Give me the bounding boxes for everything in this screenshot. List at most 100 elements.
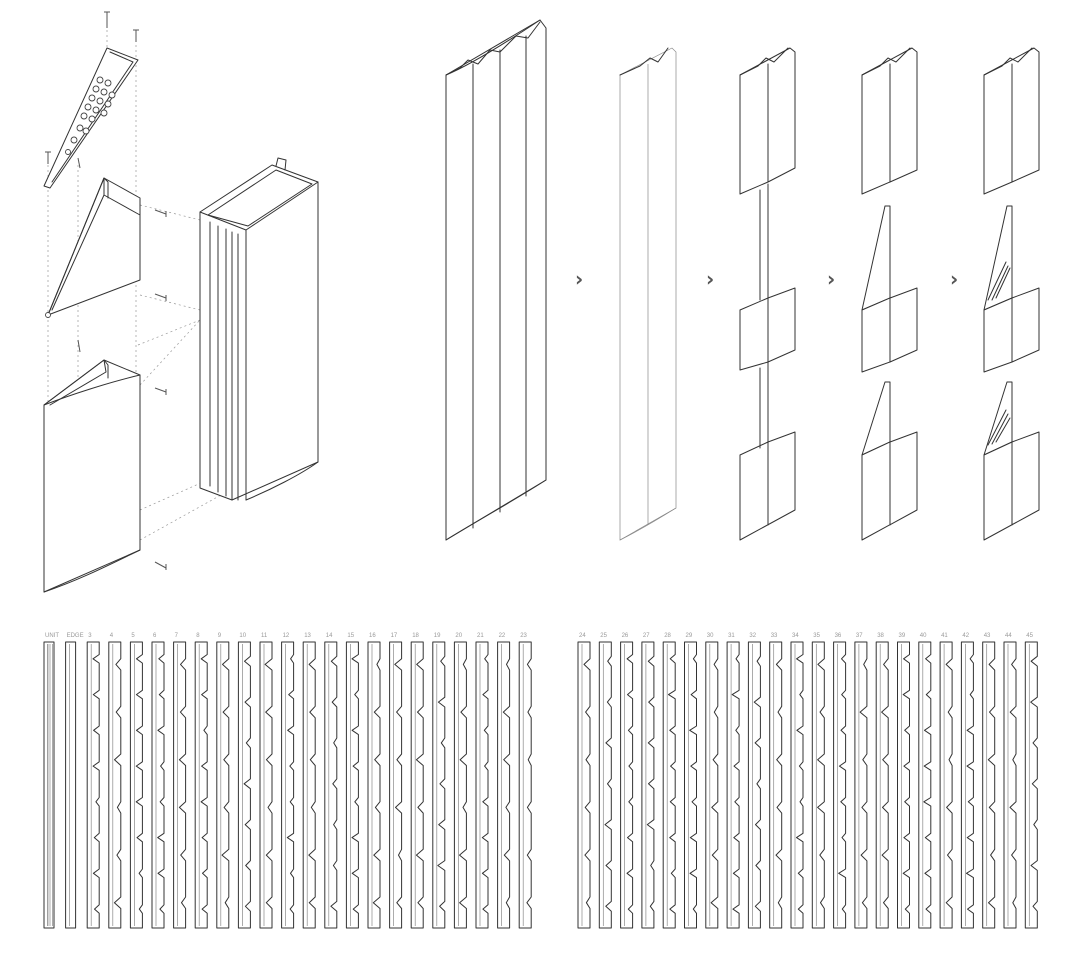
profile-strip: 29 (684, 633, 697, 929)
profile-strip-label: 39 (899, 633, 906, 639)
profile-strip-label: 9 (218, 633, 222, 639)
profile-strip-outline (1024, 641, 1038, 929)
profile-strip-label: 25 (600, 633, 607, 639)
profile-strip-outline (769, 641, 783, 929)
profile-strip-outline (367, 641, 381, 929)
profile-strip-label: 33 (771, 633, 778, 639)
profile-strip-label: 27 (643, 633, 650, 639)
profile-strip: 31 (726, 633, 740, 929)
profile-strip-label: 21 (477, 633, 484, 639)
stage-1-full-fin (445, 19, 547, 541)
profile-strip-label: 10 (239, 633, 246, 639)
profile-strip-label: 4 (110, 633, 114, 639)
profile-strip-label: 37 (856, 633, 863, 639)
profile-strip: 32 (747, 633, 761, 929)
profile-strip-label: 13 (304, 633, 311, 639)
profile-strip-label: 5 (131, 633, 135, 639)
profile-strip: 41 (939, 633, 953, 929)
profile-strip: 26 (620, 633, 634, 929)
step-arrow-2: › (706, 267, 714, 291)
profile-strip: 37 (854, 633, 868, 929)
profile-strip: 14 (324, 633, 338, 929)
profile-strip-outline (598, 641, 612, 929)
profile-strip: 24 (577, 633, 591, 929)
profile-strip-outline (960, 641, 974, 929)
profile-strip-outline (432, 641, 446, 929)
profile-strip-outline (705, 641, 719, 929)
profile-strip-outline (982, 641, 996, 929)
profile-strip-outline (129, 641, 143, 929)
screw-set (45, 11, 167, 570)
profile-strip-outline (43, 641, 55, 929)
profile-strip: 21 (475, 633, 489, 929)
profile-strip-label: EDGE (67, 633, 84, 639)
profile-strip-label: 40 (920, 633, 927, 639)
profile-strip-label: 29 (686, 633, 693, 639)
perforated-cap-plate (43, 47, 139, 189)
profile-strip-label: 42 (962, 633, 969, 639)
profile-strip: 5 (129, 633, 143, 929)
profile-strip-label: 24 (579, 633, 586, 639)
profile-strip-outline (86, 641, 100, 929)
profile-strip-outline (641, 641, 655, 929)
profile-strip: EDGE (65, 633, 84, 929)
profile-strip: 44 (1003, 633, 1017, 929)
profile-strip-outline (324, 641, 338, 929)
profile-strip-outline (1003, 641, 1017, 929)
profile-strip-label: 20 (455, 633, 462, 639)
profile-strip: 36 (833, 633, 847, 929)
profile-strip: 3 (86, 633, 100, 929)
profile-strip-label: 17 (391, 633, 398, 639)
profile-strip-label: 8 (196, 633, 200, 639)
profile-strip-outline (259, 641, 273, 929)
profile-strip-outline (302, 641, 316, 929)
profile-strip-outline (497, 641, 511, 929)
profile-strip: 30 (705, 633, 719, 929)
exploded-assembly-diagram (43, 11, 319, 593)
profile-strip: 19 (432, 633, 446, 929)
profile-strip: 10 (237, 633, 251, 929)
step-arrow-1: › (575, 267, 583, 291)
profile-strip-outline (854, 641, 868, 929)
profile-strip-label: 38 (877, 633, 884, 639)
profile-strip-outline (65, 641, 77, 929)
profile-strip: 33 (769, 633, 783, 929)
profile-strip-outline (216, 641, 230, 929)
profile-strip-outline (833, 641, 847, 929)
profile-strip: 23 (518, 633, 532, 929)
profile-strip-outline (620, 641, 634, 929)
profile-strip: 13 (302, 633, 316, 929)
profile-strip: 17 (389, 633, 403, 929)
profile-strip-outline (345, 641, 359, 929)
mullion-profile (199, 157, 319, 501)
profile-strip-label: 12 (283, 633, 290, 639)
profile-strip: 9 (216, 633, 230, 929)
profile-strip-outline (747, 641, 761, 929)
profile-strip-label: 19 (434, 633, 441, 639)
profile-strip-outline (108, 641, 122, 929)
profile-strip: UNIT (43, 633, 59, 929)
profile-strip-label: 16 (369, 633, 376, 639)
profile-strip-outline (684, 641, 697, 929)
profile-strip-label: UNIT (45, 633, 59, 639)
profile-strip: 4 (108, 633, 122, 929)
profile-strip: 18 (410, 633, 424, 929)
profile-strip-label: 44 (1005, 633, 1012, 639)
profile-strip-outline (281, 641, 295, 929)
profile-strip: 43 (982, 633, 996, 929)
profile-strip-outline (918, 641, 932, 929)
profile-strip-label: 35 (813, 633, 820, 639)
profile-strip: 40 (918, 633, 932, 929)
profile-strip: 6 (151, 633, 165, 929)
profile-strip-outline (173, 641, 187, 929)
profile-strip-label: 30 (707, 633, 714, 639)
stage-2-outline-fin (619, 47, 677, 541)
profile-strip-outline (577, 641, 591, 929)
fin-transformation-sequence: › › › › (445, 19, 1040, 541)
profile-strip-label: 11 (261, 633, 268, 639)
profile-strip-label: 28 (664, 633, 671, 639)
profile-strip: 35 (811, 633, 825, 929)
profile-strip-label: 45 (1026, 633, 1033, 639)
profile-strip-label: 43 (984, 633, 991, 639)
profile-strip: 42 (960, 633, 974, 929)
